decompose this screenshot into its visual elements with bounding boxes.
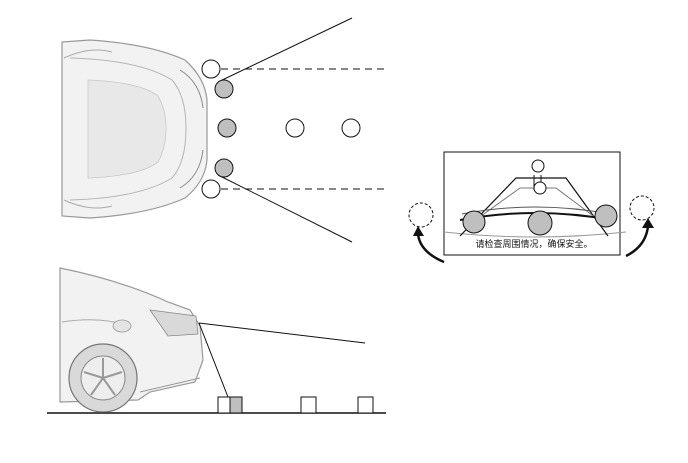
car-side-view — [47, 267, 386, 414]
corner-zone-left — [408, 202, 434, 228]
corner-sensor-indicator-top — [201, 59, 221, 79]
sensor-display-inset: 请检查周围情况，确保安全。 — [408, 151, 655, 264]
sensor-center — [217, 118, 237, 138]
display-sensor-center — [527, 210, 553, 236]
display-sensor-left — [462, 210, 486, 234]
display-sensor-right — [594, 204, 618, 228]
corner-zone-right — [629, 195, 655, 221]
sensor-upper — [214, 79, 234, 99]
car-top-view — [61, 39, 208, 219]
inset-frame — [443, 151, 621, 256]
check-right-arrow — [625, 225, 650, 258]
check-left-arrow — [416, 233, 445, 264]
sensor-coverage-lines — [217, 17, 385, 243]
sensor-lower — [214, 158, 234, 178]
obstacle-marker — [531, 159, 545, 173]
side-coverage-lines — [198, 322, 366, 398]
sensor-height-marker-near — [300, 396, 317, 414]
detection-point-far — [341, 118, 361, 138]
sensor-height-marker-far — [357, 396, 374, 414]
corner-sensor-indicator-bottom — [201, 179, 221, 199]
inset-caption: 请检查周围情况，确保安全。 — [475, 238, 592, 250]
detection-point-near — [285, 118, 305, 138]
